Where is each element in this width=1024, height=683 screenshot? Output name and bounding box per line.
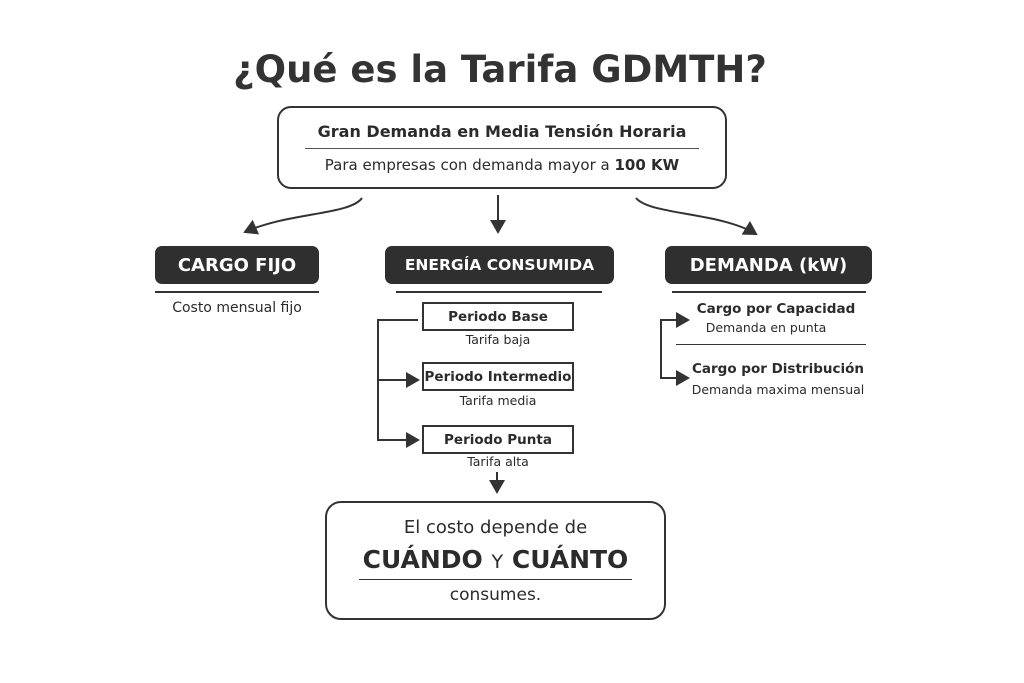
and-text: Y bbox=[491, 551, 504, 573]
conclusion-box: El costo depende de CUÁNDO Y CUÁNTO cons… bbox=[325, 501, 666, 620]
divider bbox=[396, 291, 602, 293]
conclusion-line1: El costo depende de bbox=[403, 517, 588, 538]
divider bbox=[155, 291, 319, 293]
divider bbox=[305, 148, 699, 149]
definition-box: Gran Demanda en Media Tensión Horaria Pa… bbox=[277, 106, 727, 189]
definition-heading: Gran Demanda en Media Tensión Horaria bbox=[317, 122, 687, 141]
divider bbox=[672, 291, 866, 293]
cargo-fijo-desc: Costo mensual fijo bbox=[172, 300, 302, 316]
subtitle-threshold: 100 KW bbox=[614, 156, 680, 174]
periodo-punta-desc: Tarifa alta bbox=[467, 454, 529, 469]
periodo-punta: Periodo Punta bbox=[422, 425, 574, 454]
demanda-label: DEMANDA (kW) bbox=[665, 246, 872, 284]
when-text: CUÁNDO bbox=[362, 545, 483, 574]
cargo-fijo-label: CARGO FIJO bbox=[155, 246, 319, 284]
divider bbox=[676, 344, 866, 345]
cargo-capacidad-desc: Demanda en punta bbox=[705, 320, 827, 335]
periodo-base-desc: Tarifa baja bbox=[465, 332, 531, 347]
periodo-base: Periodo Base bbox=[422, 302, 574, 331]
cargo-capacidad: Cargo por Capacidad bbox=[696, 301, 856, 317]
energia-label: ENERGÍA CONSUMIDA bbox=[385, 246, 614, 284]
conclusion-line3: consumes. bbox=[449, 585, 542, 605]
periodo-intermedio-desc: Tarifa media bbox=[459, 393, 537, 408]
divider bbox=[359, 579, 632, 580]
periodo-intermedio: Periodo Intermedio bbox=[422, 362, 574, 391]
subtitle-text: Para empresas con demanda mayor a bbox=[324, 156, 615, 174]
cargo-distribucion-desc: Demanda maxima mensual bbox=[691, 382, 865, 397]
cargo-distribucion: Cargo por Distribución bbox=[691, 361, 864, 377]
page-title: ¿Qué es la Tarifa GDMTH? bbox=[233, 48, 767, 91]
definition-subtitle: Para empresas con demanda mayor a 100 KW bbox=[279, 156, 725, 174]
conclusion-line2: CUÁNDO Y CUÁNTO bbox=[327, 545, 664, 574]
how-much-text: CUÁNTO bbox=[511, 545, 629, 574]
